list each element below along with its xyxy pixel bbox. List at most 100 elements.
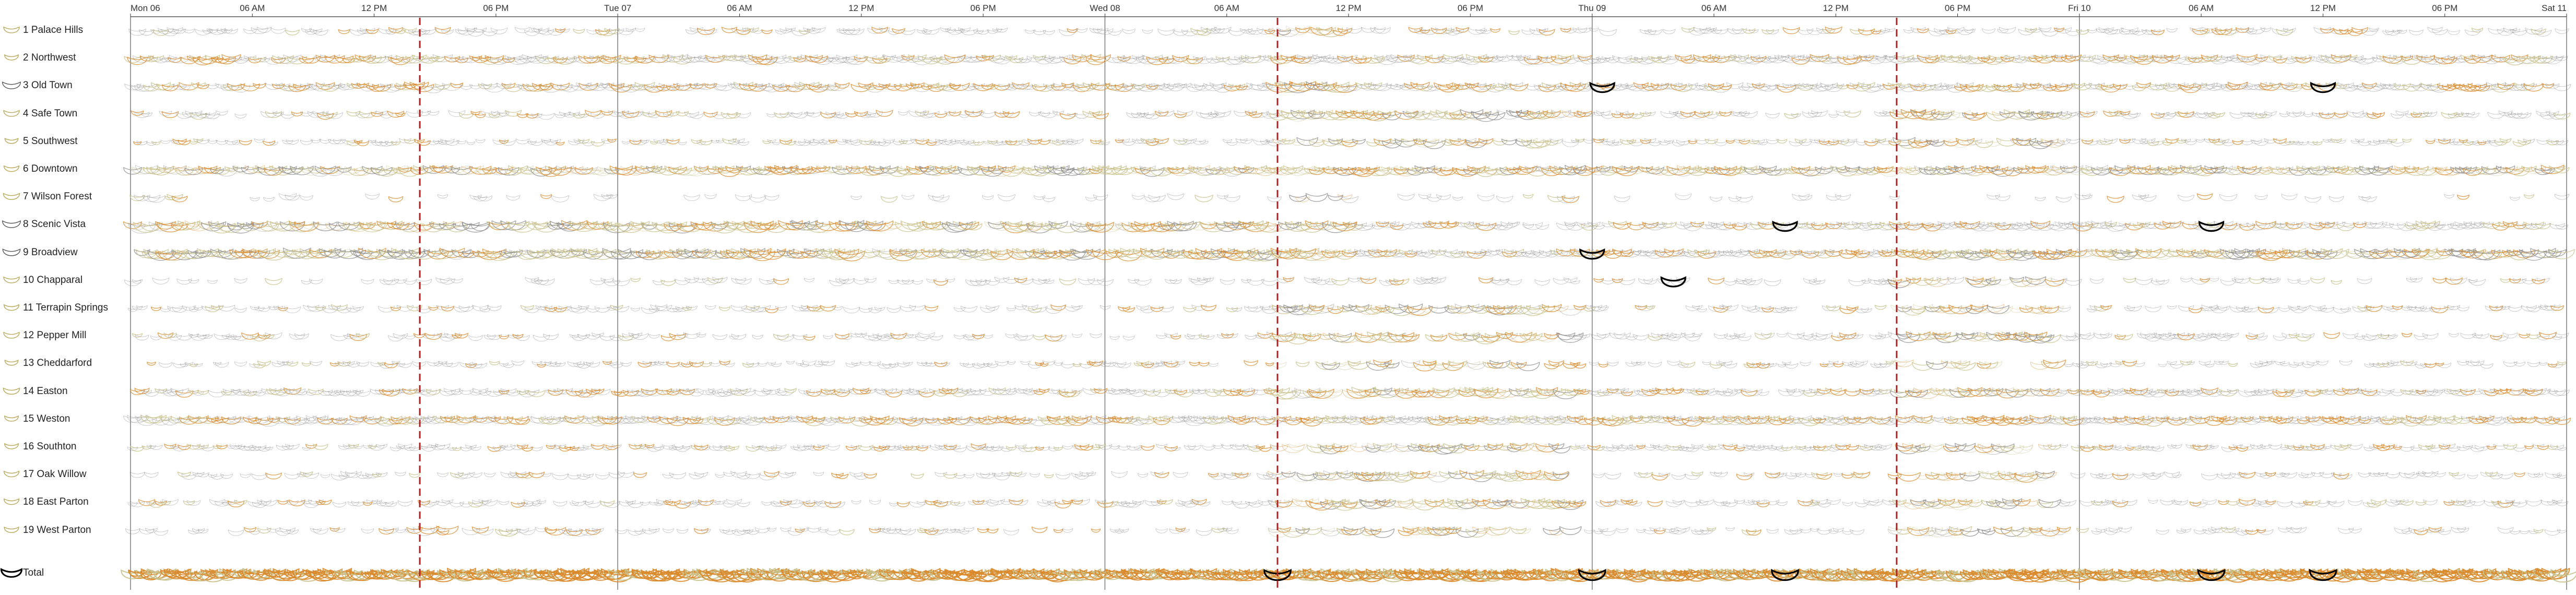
glyph-mark — [2050, 165, 2068, 173]
glyph-mark — [813, 138, 824, 144]
glyph-mark — [602, 54, 621, 63]
glyph-mark — [1053, 82, 1073, 91]
glyph-mark — [1939, 29, 1954, 35]
glyph-mark — [1928, 29, 1946, 37]
glyph-mark — [1365, 111, 1391, 122]
glyph-mark — [2046, 54, 2063, 62]
glyph-mark — [2175, 56, 2197, 65]
glyph-mark — [444, 55, 460, 63]
glyph-mark — [1421, 85, 1438, 92]
glyph-mark — [2438, 138, 2451, 145]
glyph-mark — [934, 112, 948, 118]
glyph-mark — [1693, 27, 1711, 34]
glyph-mark — [1818, 140, 1830, 145]
glyph-mark — [891, 55, 906, 62]
glyph-mark — [1506, 54, 1522, 61]
glyph-mark — [784, 140, 797, 146]
glyph-mark — [1298, 110, 1317, 118]
glyph-mark — [1038, 112, 1050, 117]
glyph-mark — [2308, 141, 2318, 146]
glyph-mark — [1397, 54, 1415, 62]
glyph-mark — [1335, 110, 1355, 118]
glyph-mark — [643, 84, 665, 93]
glyph-mark — [821, 139, 835, 145]
glyph-mark — [1765, 112, 1780, 118]
glyph-mark — [1234, 110, 1249, 117]
glyph-mark — [2248, 27, 2265, 34]
glyph-mark — [2155, 84, 2170, 90]
glyph-mark — [1209, 82, 1227, 89]
glyph-mark — [2079, 111, 2095, 117]
glyph-mark — [1446, 84, 1460, 90]
glyph-mark — [1723, 55, 1737, 61]
glyph-mark — [1413, 139, 1427, 145]
glyph-mark — [1438, 84, 1459, 92]
glyph-mark — [566, 56, 582, 63]
glyph-mark — [728, 82, 740, 88]
glyph-mark — [996, 28, 1008, 33]
glyph-mark — [1358, 111, 1378, 120]
glyph-mark — [973, 29, 984, 34]
glyph-mark — [607, 138, 617, 142]
glyph-mark — [2148, 82, 2167, 90]
glyph-mark — [2165, 138, 2179, 144]
glyph-mark — [642, 111, 657, 117]
glyph-mark — [1934, 84, 1949, 91]
glyph-mark — [2062, 82, 2075, 88]
glyph-mark — [232, 141, 240, 145]
glyph-mark — [683, 194, 700, 201]
glyph-mark — [1907, 57, 1920, 63]
glyph-mark — [1091, 82, 1110, 91]
glyph-mark — [1766, 138, 1779, 144]
glyph-mark — [2121, 112, 2138, 120]
glyph-mark — [460, 85, 472, 90]
glyph-mark — [995, 361, 1009, 366]
series-group — [124, 276, 2550, 288]
glyph-mark — [307, 166, 325, 174]
glyph-mark — [1432, 57, 1446, 63]
glyph-mark — [1523, 56, 1542, 65]
glyph-mark — [1606, 361, 1619, 366]
glyph-mark — [1032, 85, 1047, 91]
glyph-mark — [2041, 112, 2059, 119]
glyph-mark — [1620, 138, 1634, 145]
glyph-mark — [169, 55, 191, 63]
glyph-mark — [300, 84, 313, 89]
glyph-mark — [2146, 29, 2160, 35]
glyph-mark — [1192, 139, 1206, 145]
glyph-mark — [150, 335, 162, 340]
glyph-mark — [431, 85, 445, 90]
glyph-mark — [2081, 139, 2094, 145]
glyph-mark — [1693, 54, 1711, 62]
glyph-mark — [299, 166, 314, 173]
glyph-mark — [2025, 27, 2037, 33]
glyph-mark — [900, 83, 916, 90]
glyph-mark — [1007, 361, 1016, 365]
glyph-mark — [1070, 138, 1084, 144]
glyph-mark — [1544, 139, 1559, 146]
glyph-mark — [319, 138, 332, 144]
glyph-mark — [640, 139, 649, 144]
glyph-mark — [734, 54, 753, 62]
glyph-mark — [1059, 278, 1077, 285]
glyph-mark — [214, 168, 230, 175]
glyph-mark — [134, 85, 150, 92]
glyph-mark — [2464, 56, 2482, 64]
glyph-mark — [2504, 56, 2526, 66]
glyph-mark — [272, 55, 294, 64]
glyph-mark — [925, 305, 938, 312]
glyph-mark — [1673, 112, 1684, 116]
glyph-mark — [2212, 84, 2226, 90]
glyph-mark — [528, 390, 546, 397]
glyph-mark — [132, 279, 143, 284]
glyph-mark — [683, 332, 701, 339]
glyph-mark — [811, 27, 826, 33]
glyph-mark — [2523, 138, 2535, 144]
glyph-mark — [531, 27, 542, 32]
glyph-mark — [537, 278, 555, 285]
glyph-mark — [1922, 223, 1942, 232]
glyph-mark — [316, 112, 334, 120]
glyph-mark — [2291, 82, 2307, 89]
glyph-mark — [587, 82, 608, 91]
glyph-mark — [1235, 138, 1248, 144]
